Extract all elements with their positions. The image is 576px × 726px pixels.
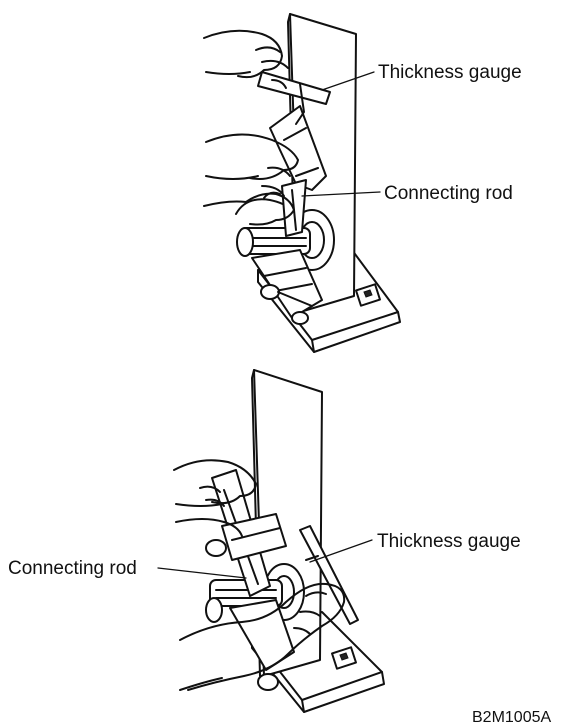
top-thickness-gauge-leader <box>321 71 375 91</box>
figure-code: B2M1005A <box>472 709 551 726</box>
bottom-illustration: Thickness gauge Connecting rod <box>8 369 521 713</box>
bottom-connecting-rod-label: Connecting rod <box>8 558 137 579</box>
bottom-crank-assembly <box>205 539 305 691</box>
bottom-thickness-gauge-leader <box>309 539 373 563</box>
top-hands <box>203 29 299 226</box>
bottom-connecting-rod-leader <box>157 567 247 579</box>
top-illustration: Thickness gauge Connecting rod <box>203 13 522 353</box>
top-crank-assembly <box>235 198 335 325</box>
top-connecting-rod-leader <box>301 191 381 197</box>
top-thickness-gauge-label: Thickness gauge <box>378 62 522 83</box>
bottom-thickness-gauge-label: Thickness gauge <box>377 531 521 552</box>
top-connecting-rod-label: Connecting rod <box>384 183 513 204</box>
bottom-hands <box>173 459 346 691</box>
